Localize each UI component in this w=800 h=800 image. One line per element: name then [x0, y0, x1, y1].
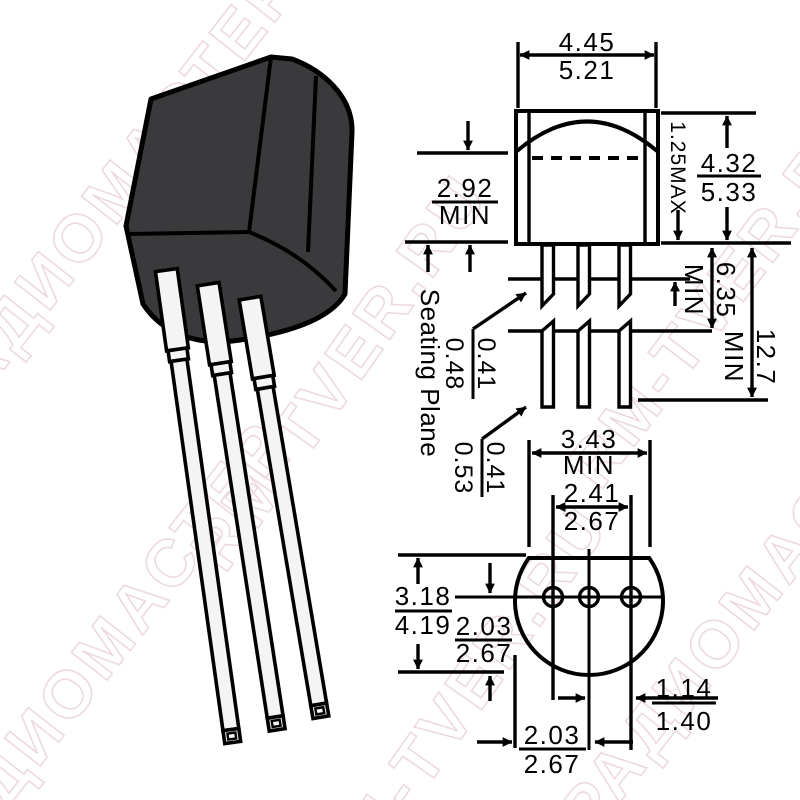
- standoff-max-label: 1.25MAX: [666, 121, 689, 214]
- dim-body-depth: 3.18 4.19: [395, 553, 526, 674]
- front-lead-1-upper: [540, 243, 556, 311]
- dim-body-width-min: 5.21: [559, 55, 616, 85]
- lead-thickness-upper-den: 0.48: [440, 338, 468, 391]
- pin-pitch-den: 1.40: [656, 706, 713, 736]
- body-bottom-right-edge: [248, 230, 338, 293]
- pin-2: [577, 585, 601, 609]
- front-lead-2-upper: [576, 243, 592, 311]
- dim-body-width-max: 4.45: [559, 27, 616, 57]
- lead-free-length-min: MIN: [679, 264, 709, 316]
- flat-to-center-den: 2.67: [456, 638, 513, 668]
- body-depth-num: 3.18: [395, 581, 452, 611]
- edge-to-center-num: 2.03: [524, 720, 581, 750]
- outer-pin-span-num: 2.41: [564, 478, 621, 508]
- lead-thickness-lower-num: 0.41: [481, 442, 509, 495]
- dim-lead-free-length: 6.35 MIN: [679, 247, 741, 329]
- bottom-view: 3.43 MIN 2.41 2.67 3.18 4.19: [395, 424, 718, 779]
- lead-2: [195, 280, 288, 734]
- front-lead-1-lower: [540, 317, 556, 409]
- lead-tip-end-face: [270, 718, 282, 729]
- dim-outer-pin-span: 2.41 2.67: [551, 478, 633, 750]
- edge-to-center-den: 2.67: [524, 749, 581, 779]
- outer-pin-span-den: 2.67: [564, 506, 621, 536]
- dim-standoff-max: 1.25MAX: [666, 121, 689, 306]
- front-lead-3-upper: [617, 243, 633, 311]
- flat-to-center-num: 2.03: [456, 611, 513, 641]
- dim-edge-to-center-pin: 2.03 2.67: [477, 655, 633, 779]
- flat-face-width-min: MIN: [563, 450, 615, 480]
- crimp-height-value: 2.92: [437, 173, 494, 203]
- front-leads: [508, 243, 768, 409]
- lead-thickness-upper-num: 0.41: [472, 338, 500, 391]
- lead-free-length-value: 6.35: [711, 262, 741, 319]
- dim-lead-thickness-upper: 0.41 0.48: [440, 291, 527, 399]
- dim-body-height-den: 5.33: [701, 177, 758, 207]
- body-bottom-front-edge: [128, 230, 250, 236]
- lead-1: [153, 266, 243, 746]
- lead-tip-end-face: [313, 705, 326, 716]
- body-side-edge: [306, 75, 318, 253]
- pin-3: [619, 585, 643, 609]
- lead-total-length-min: MIN: [719, 331, 749, 383]
- dim-pin-pitch: 1.14 1.40: [558, 673, 718, 736]
- seating-plane-label-group: Seating Plane: [415, 289, 445, 457]
- transistor-3d-illustration: [123, 54, 355, 746]
- lead-3: [237, 294, 331, 721]
- dim-body-height: 4.32 5.33: [661, 111, 791, 245]
- dim-crimp-height: 2.92 MIN: [405, 121, 508, 272]
- body-front-edge: [247, 56, 273, 233]
- lead-tip-end-face: [226, 731, 238, 741]
- dim-body-width: 4.45 5.21: [516, 27, 658, 108]
- front-body-outline: [514, 109, 660, 246]
- flat-face-width-value: 3.43: [561, 424, 618, 454]
- front-view: 4.45 5.21 4.32 5.33 1.25MAX 2.92: [405, 27, 791, 497]
- dim-flat-to-center: 2.03 2.67: [455, 563, 512, 701]
- lead-tip: [265, 713, 288, 734]
- crimp-height-min-label: MIN: [439, 200, 491, 230]
- front-body-dome-arc: [515, 119, 659, 153]
- lead-thickness-lower-den: 0.53: [449, 442, 477, 495]
- front-lead-3-lower: [617, 317, 633, 409]
- body-depth-den: 4.19: [395, 610, 452, 640]
- front-lead-2-lower: [576, 317, 592, 409]
- lead-tip: [220, 726, 243, 746]
- pin-pitch-num: 1.14: [656, 673, 713, 703]
- dim-lead-thickness-lower: 0.41 0.53: [449, 405, 527, 497]
- pin-1: [541, 585, 565, 609]
- dim-body-height-num: 4.32: [701, 148, 758, 178]
- seating-plane-label: Seating Plane: [415, 289, 445, 457]
- lead-total-length-value: 12.7: [751, 329, 781, 386]
- lead-tip: [308, 700, 331, 721]
- dim-flat-face-width: 3.43 MIN: [527, 424, 652, 547]
- dim-lead-total-length: 12.7 MIN: [719, 247, 781, 398]
- bottom-body-outline: [513, 556, 665, 678]
